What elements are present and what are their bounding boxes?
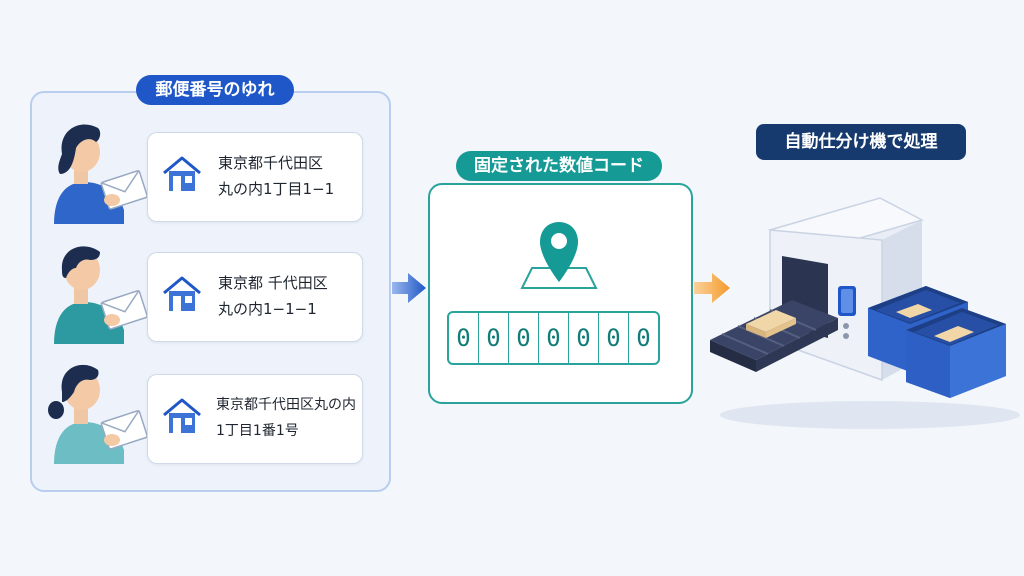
code-digit: 0 — [569, 313, 599, 363]
numeric-code-display: 0 0 0 0 0 0 0 — [447, 311, 660, 365]
address-variation-label: 郵便番号のゆれ — [136, 75, 294, 105]
person-icon — [54, 246, 148, 344]
person-icon — [54, 124, 148, 224]
house-icon — [163, 398, 201, 433]
address-line-2: 1丁目1番1号 — [216, 423, 299, 439]
fixed-code-label: 固定された数値コード — [456, 151, 662, 181]
sorting-machine-illustration — [710, 197, 1020, 429]
sorting-machine-label: 自動仕分け機で処理 — [756, 124, 966, 160]
code-digit: 0 — [599, 313, 629, 363]
address-line-2: 丸の内1丁目1−1 — [218, 180, 335, 198]
fixed-code-panel — [428, 183, 693, 404]
code-digit: 0 — [449, 313, 479, 363]
arrow-right-icon — [694, 273, 730, 303]
address-line-1: 東京都千代田区丸の内 — [216, 397, 356, 413]
address-card: 東京都千代田区 丸の内1丁目1−1 — [147, 132, 363, 222]
location-pin-icon — [520, 222, 598, 289]
address-line-1: 東京都 千代田区 — [218, 274, 328, 292]
person-icon — [48, 364, 148, 464]
house-icon — [163, 276, 201, 311]
code-digit: 0 — [479, 313, 509, 363]
code-digit: 0 — [539, 313, 569, 363]
address-line-2: 丸の内1−1−1 — [218, 300, 317, 318]
code-digit: 0 — [509, 313, 539, 363]
address-card: 東京都 千代田区 丸の内1−1−1 — [147, 252, 363, 342]
arrow-right-icon — [392, 273, 426, 303]
address-line-1: 東京都千代田区 — [218, 154, 324, 172]
code-digit: 0 — [636, 324, 651, 352]
house-icon — [163, 156, 201, 191]
address-card: 東京都千代田区丸の内 1丁目1番1号 — [147, 374, 363, 464]
